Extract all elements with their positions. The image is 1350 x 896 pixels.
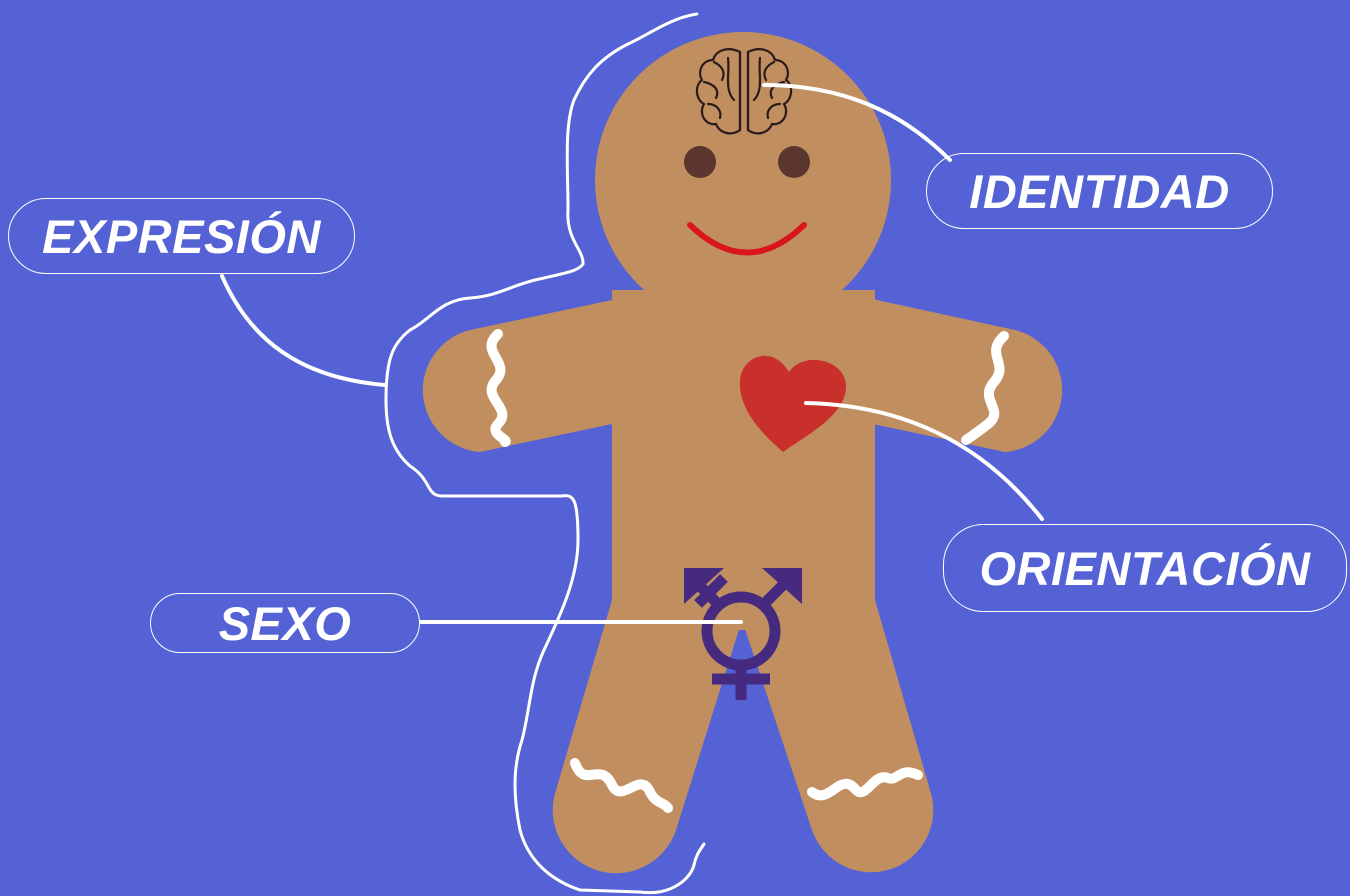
- label-identidad: IDENTIDAD: [926, 153, 1273, 229]
- label-orientacion: ORIENTACIÓN: [943, 524, 1347, 612]
- left-eye: [684, 146, 716, 178]
- label-sexo: SEXO: [150, 593, 420, 653]
- head: [595, 32, 891, 328]
- right-eye: [778, 146, 810, 178]
- connector-expresion: [222, 276, 385, 385]
- torso: [612, 290, 875, 630]
- label-expresion: EXPRESIÓN: [8, 198, 355, 274]
